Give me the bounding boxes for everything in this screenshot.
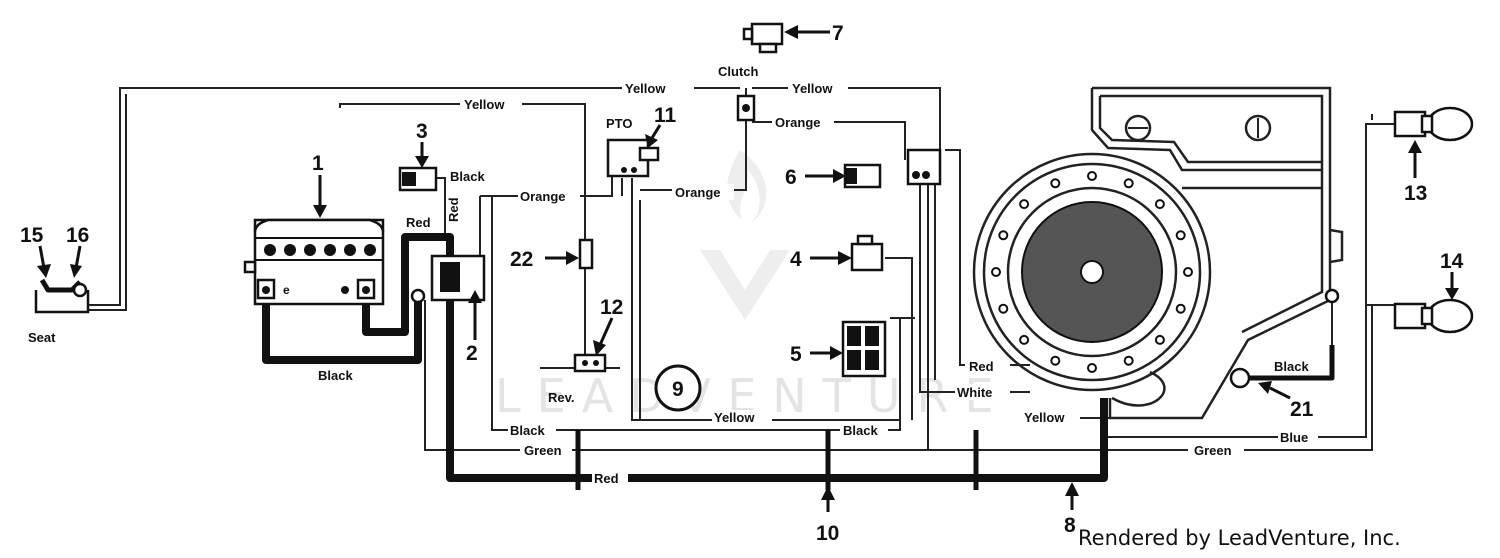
heavy-wires: [262, 233, 1335, 490]
callout-3: 3: [416, 120, 428, 143]
bolt-hole: [1087, 171, 1097, 181]
callout-numbers: 1 2 3 4 5 6 7 8 9 10 11 12 13 14 15 16 2…: [20, 22, 1464, 545]
switch-4: [850, 234, 884, 272]
bolt-hole: [1175, 230, 1186, 241]
wire-label-red-engine: Red: [969, 359, 994, 374]
reference-circle-9: [654, 364, 702, 412]
bolt-hole: [991, 267, 1001, 277]
callout-5: 5: [790, 343, 802, 366]
wire-label-blue: Blue: [1280, 430, 1308, 445]
callout-2: 2: [466, 342, 478, 365]
wire-label-green-left: Green: [524, 443, 562, 458]
reverse-switch: [573, 353, 607, 373]
clutch-switch: [736, 94, 756, 122]
wire-label-black-top: Black: [450, 169, 485, 184]
wire-label-orange-left: Orange: [520, 189, 566, 204]
callout-10: 10: [816, 522, 839, 545]
fuse-22: [578, 238, 594, 270]
watermark-logo: [700, 150, 790, 320]
label-clutch: Clutch: [718, 64, 759, 79]
callout-arrows: [37, 25, 1459, 512]
bolt-hole: [1175, 303, 1186, 314]
engine-connector: [906, 148, 942, 186]
bolt-hole: [1019, 334, 1030, 345]
ground-ring-21: [1229, 367, 1251, 389]
bolt-hole: [1123, 178, 1134, 189]
bolt-hole: [998, 230, 1009, 241]
key-switch: [398, 166, 438, 192]
bolt-hole: [1154, 334, 1165, 345]
label-pto: PTO: [606, 116, 633, 131]
callout-8: 8: [1064, 514, 1076, 537]
wire-label-orange-center: Orange: [675, 185, 721, 200]
bolt-hole: [1050, 178, 1061, 189]
headlight-14: [1393, 298, 1474, 334]
wire-label-yellow-top-right: Yellow: [792, 81, 833, 96]
wire-label-yellow-top-left: Yellow: [625, 81, 666, 96]
callout-7: 7: [832, 22, 844, 45]
callout-12: 12: [600, 296, 623, 319]
callout-21: 21: [1290, 398, 1314, 421]
callout-22: 22: [510, 248, 533, 271]
engine: [972, 86, 1344, 420]
bolt-hole: [1154, 199, 1165, 210]
wire-label-green-right: Green: [1194, 443, 1232, 458]
headlight-13: [1393, 106, 1474, 142]
callout-13: 13: [1404, 182, 1427, 205]
callout-14: 14: [1440, 250, 1464, 273]
wire-label-yellow-bottom: Yellow: [714, 410, 755, 425]
callout-16: 16: [66, 224, 89, 247]
wire-label-black-bottom-mid: Black: [843, 423, 878, 438]
bolt-hole: [1087, 363, 1097, 373]
callout-9: 9: [672, 378, 684, 401]
wire-label-orange-top: Orange: [775, 115, 821, 130]
seat-switch: [34, 278, 90, 314]
svg-text:e: e: [283, 283, 290, 297]
wire-label-white: White: [957, 385, 992, 400]
wire-label-black-bottom-left: Black: [510, 423, 545, 438]
callout-4: 4: [790, 248, 802, 271]
wire-labels: Yellow Yellow Yellow Yellow Yellow Orang…: [318, 80, 1318, 486]
wire-label-yellow-mid: Yellow: [464, 97, 505, 112]
callout-6: 6: [785, 166, 797, 189]
callout-11: 11: [654, 104, 677, 127]
callout-15: 15: [20, 224, 44, 247]
label-seat: Seat: [28, 330, 56, 345]
wire-label-black-ground: Black: [1274, 359, 1309, 374]
callout-1: 1: [312, 152, 324, 175]
pto-switch: [606, 138, 660, 178]
wire-label-red-vertical: Red: [446, 197, 461, 222]
wire-label-red-bottom: Red: [594, 471, 619, 486]
bolt-hole: [1019, 199, 1030, 210]
engine-bolt-holes: [991, 171, 1193, 373]
wire-label-yellow-bottom-right: Yellow: [1024, 410, 1065, 425]
bolt-hole: [1183, 267, 1193, 277]
credit-text: Rendered by LeadVenture, Inc.: [1078, 526, 1401, 550]
wire-label-red-top: Red: [406, 215, 431, 230]
label-rev: Rev.: [548, 390, 575, 405]
battery: e: [243, 218, 385, 306]
switch-6: [843, 163, 882, 189]
starter-solenoid: [410, 254, 486, 304]
bolt-hole: [1050, 355, 1061, 366]
part-labels: Seat Rev. PTO Clutch: [28, 64, 759, 405]
connector-7: [742, 22, 784, 54]
relay-5: [841, 320, 887, 378]
wire-label-black-battery: Black: [318, 368, 353, 383]
bolt-hole: [1123, 355, 1134, 366]
bolt-hole: [998, 303, 1009, 314]
